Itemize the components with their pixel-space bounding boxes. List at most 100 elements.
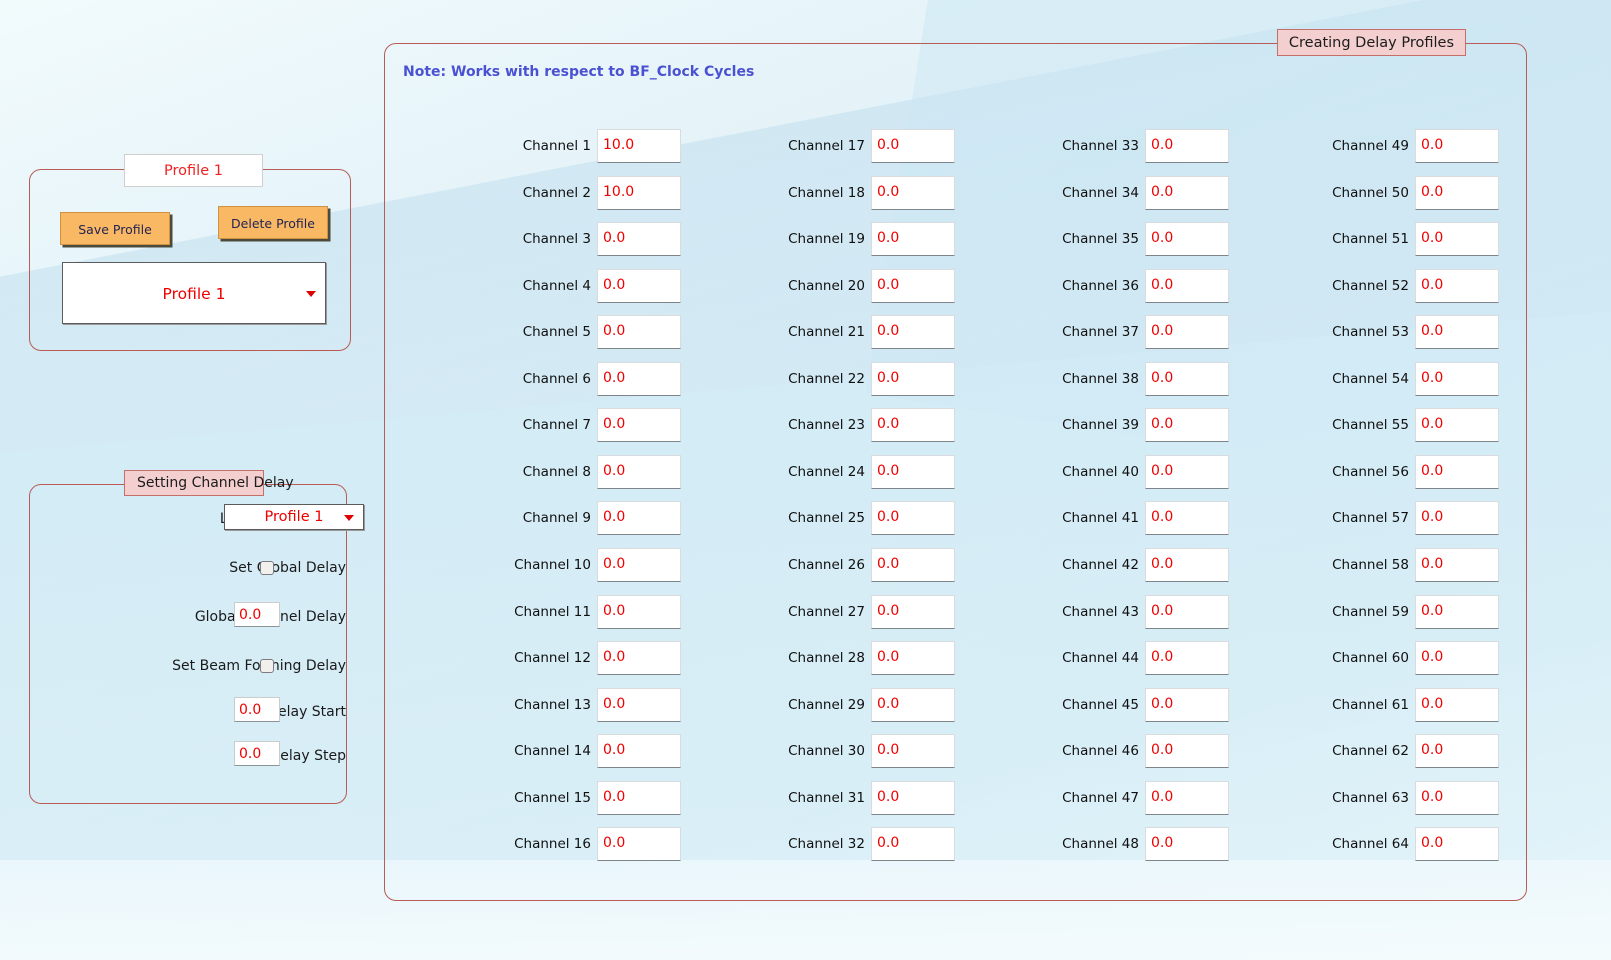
channel-delay-input[interactable]: 0.0 (1415, 594, 1499, 629)
channel-delay-input[interactable]: 0.0 (1415, 641, 1499, 676)
channel-delay-input[interactable]: 0.0 (1145, 175, 1229, 210)
channel-delay-input[interactable]: 0.0 (871, 268, 955, 303)
channel-delay-input[interactable]: 0.0 (1415, 361, 1499, 396)
delay-value-input[interactable]: 0.0 (234, 697, 280, 722)
chevron-down-icon (344, 515, 354, 521)
channel-delay-input[interactable]: 0.0 (871, 315, 955, 350)
channel-delay-input[interactable]: 0.0 (871, 175, 955, 210)
channel-delay-input[interactable]: 0.0 (597, 641, 681, 676)
save-profile-button[interactable]: Save Profile (60, 212, 170, 245)
channel-delay-input[interactable]: 0.0 (1145, 641, 1229, 676)
channel-delay-input[interactable]: 0.0 (597, 780, 681, 815)
channel-delay-input[interactable]: 0.0 (1145, 408, 1229, 443)
channel-delay-input[interactable]: 0.0 (1145, 501, 1229, 536)
channel-delay-input[interactable]: 0.0 (871, 361, 955, 396)
channel-delay-input[interactable]: 0.0 (871, 594, 955, 629)
channel-row: Channel 24 0.0 (725, 454, 955, 490)
profile-select-value: Profile 1 (162, 285, 226, 303)
channel-delay-input[interactable]: 0.0 (597, 501, 681, 536)
channel-delay-input[interactable]: 0.0 (1415, 268, 1499, 303)
channel-label: Channel 4 (522, 277, 591, 294)
channel-delay-input[interactable]: 0.0 (1145, 268, 1229, 303)
channel-delay-input[interactable]: 0.0 (1145, 734, 1229, 769)
channel-delay-input[interactable]: 0.0 (1145, 594, 1229, 629)
channel-label: Channel 26 (788, 556, 865, 573)
channel-delay-input[interactable]: 0.0 (1145, 222, 1229, 257)
delay-value-input[interactable]: 0.0 (234, 602, 280, 627)
channel-delay-input[interactable]: 0.0 (871, 408, 955, 443)
channel-delay-input[interactable]: 0.0 (1415, 547, 1499, 582)
channel-delay-input[interactable]: 0.0 (597, 361, 681, 396)
channel-delay-input[interactable]: 0.0 (1415, 129, 1499, 163)
channel-delay-input[interactable]: 0.0 (1145, 129, 1229, 163)
channel-label: Channel 24 (788, 463, 865, 480)
channel-delay-input[interactable]: 0.0 (871, 222, 955, 257)
channel-label: Channel 53 (1332, 324, 1409, 341)
channel-delay-input[interactable]: 0.0 (871, 780, 955, 815)
channel-delay-input[interactable]: 0.0 (597, 222, 681, 257)
channel-label: Channel 3 (522, 231, 591, 248)
channel-delay-input[interactable]: 0.0 (1145, 547, 1229, 582)
channel-delay-input[interactable]: 0.0 (1415, 315, 1499, 350)
channel-delay-input[interactable]: 0.0 (1415, 454, 1499, 489)
channel-delay-input[interactable]: 0.0 (1145, 827, 1229, 862)
channel-delay-input[interactable]: 0.0 (871, 547, 955, 582)
channel-delay-input[interactable]: 0.0 (1145, 361, 1229, 396)
channel-label: Channel 32 (788, 836, 865, 853)
channel-delay-input[interactable]: 0.0 (1145, 687, 1229, 722)
channel-delay-input[interactable]: 0.0 (871, 734, 955, 769)
channel-delay-input[interactable]: 0.0 (597, 408, 681, 443)
channel-label: Channel 30 (788, 743, 865, 760)
channel-label: Channel 37 (1062, 324, 1139, 341)
checkbox[interactable] (260, 561, 274, 575)
setting-channel-delay-caption: Setting Channel Delay (124, 470, 294, 496)
channel-label: Channel 51 (1332, 231, 1409, 248)
channel-delay-input[interactable]: 0.0 (1145, 780, 1229, 815)
channel-delay-input[interactable]: 10.0 (597, 175, 681, 210)
profile-select[interactable]: Profile 1 (62, 262, 326, 324)
channel-delay-input[interactable]: 0.0 (1145, 315, 1229, 350)
channel-label: Channel 48 (1062, 836, 1139, 853)
delay-value-input[interactable]: 0.0 (234, 741, 280, 766)
channel-delay-input[interactable]: 0.0 (1415, 501, 1499, 536)
channel-delay-input[interactable]: 10.0 (597, 129, 681, 163)
channel-delay-input[interactable]: 0.0 (1415, 222, 1499, 257)
channel-delay-input[interactable]: 0.0 (597, 734, 681, 769)
channel-label: Channel 31 (788, 789, 865, 806)
channel-label: Channel 8 (522, 463, 591, 480)
channel-label: Channel 47 (1062, 789, 1139, 806)
channel-delay-input[interactable]: 0.0 (597, 594, 681, 629)
channel-delay-input[interactable]: 0.0 (871, 827, 955, 862)
channel-delay-input[interactable]: 0.0 (597, 454, 681, 489)
channel-delay-input[interactable]: 0.0 (597, 687, 681, 722)
channel-label: Channel 35 (1062, 231, 1139, 248)
channel-delay-input[interactable]: 0.0 (871, 687, 955, 722)
channel-delay-input[interactable]: 0.0 (597, 268, 681, 303)
channel-delay-input[interactable]: 0.0 (1415, 175, 1499, 210)
channel-delay-input[interactable]: 0.0 (1415, 780, 1499, 815)
channel-delay-input[interactable]: 0.0 (871, 501, 955, 536)
channel-delay-input[interactable]: 0.0 (1415, 827, 1499, 862)
checkbox[interactable] (260, 659, 274, 673)
channel-delay-input[interactable]: 0.0 (871, 129, 955, 163)
channel-delay-input[interactable]: 0.0 (1145, 454, 1229, 489)
channel-delay-input[interactable]: 0.0 (1415, 734, 1499, 769)
load-delay-profile-select[interactable]: Profile 1 (224, 504, 364, 530)
channel-delay-input[interactable]: 0.0 (597, 827, 681, 862)
channel-delay-input[interactable]: 0.0 (871, 641, 955, 676)
channel-label: Channel 2 (522, 184, 591, 201)
channel-delay-input[interactable]: 0.0 (597, 315, 681, 350)
channel-delay-input[interactable]: 0.0 (1415, 687, 1499, 722)
delete-profile-button[interactable]: Delete Profile (218, 206, 328, 239)
channel-delay-input[interactable]: 0.0 (1415, 408, 1499, 443)
channel-delay-input[interactable]: 0.0 (597, 547, 681, 582)
channel-row: Channel 32 0.0 (725, 826, 955, 862)
channel-delay-input[interactable]: 0.0 (871, 454, 955, 489)
